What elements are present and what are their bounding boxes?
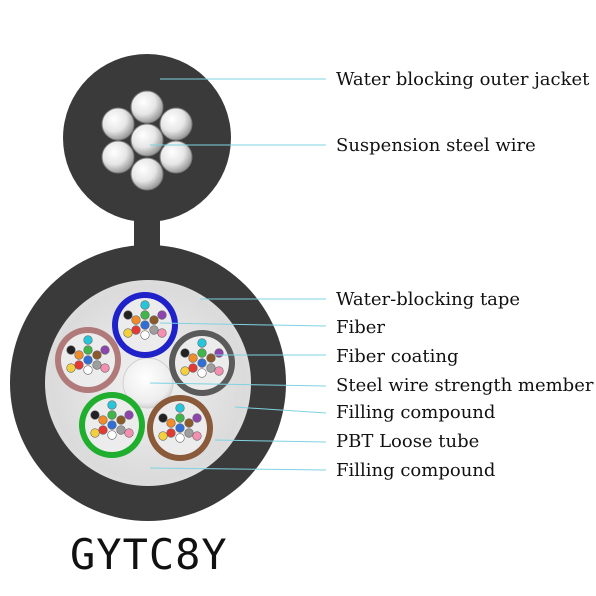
fiber — [107, 420, 117, 430]
messenger-wire-center — [130, 123, 164, 157]
tube-blue — [112, 292, 178, 358]
fiber — [188, 363, 198, 373]
fiber — [197, 338, 207, 348]
fiber — [206, 363, 216, 373]
fiber — [157, 328, 167, 338]
tube-brown — [147, 395, 213, 461]
fiber — [140, 320, 150, 330]
messenger-wire-5 — [101, 140, 135, 174]
fiber — [158, 431, 168, 441]
fiber — [124, 428, 134, 438]
fiber — [66, 345, 76, 355]
fiber — [180, 366, 190, 376]
fiber — [175, 433, 185, 443]
fiber — [107, 430, 117, 440]
tube-red — [55, 327, 121, 393]
label-water-blocking-tape: Water-blocking tape — [336, 289, 521, 310]
label-suspension-steel-wire: Suspension steel wire — [336, 135, 536, 156]
label-fiber-coating: Fiber coating — [336, 346, 459, 367]
fiber — [90, 410, 100, 420]
fiber — [131, 315, 141, 325]
fiber — [197, 368, 207, 378]
fiber — [206, 353, 216, 363]
leader-lines — [149, 78, 327, 471]
fiber — [74, 350, 84, 360]
fiber — [140, 300, 150, 310]
fiber — [157, 310, 167, 320]
tube-green — [79, 392, 145, 458]
messenger-wire-2 — [159, 107, 193, 141]
fiber — [83, 335, 93, 345]
fiber — [107, 400, 117, 410]
fiber — [214, 348, 224, 358]
fiber — [83, 355, 93, 365]
fiber — [166, 418, 176, 428]
leader-line-pbt-tube — [214, 439, 327, 443]
fiber — [123, 310, 133, 320]
suspension-messenger — [63, 54, 231, 260]
fiber — [214, 366, 224, 376]
messenger-wire-6 — [101, 107, 135, 141]
fiber — [100, 363, 110, 373]
fiber — [149, 315, 159, 325]
fiber — [116, 425, 126, 435]
fiber — [188, 353, 198, 363]
leader-line-steel-wire — [149, 382, 327, 387]
messenger-wire-4 — [130, 157, 164, 191]
fiber — [116, 415, 126, 425]
fiber — [107, 410, 117, 420]
fiber — [66, 363, 76, 373]
label-pbt-loose-tube: PBT Loose tube — [336, 431, 480, 452]
fiber — [158, 413, 168, 423]
fiber — [100, 345, 110, 355]
label-steel-wire-strength-member: Steel wire strength member — [336, 375, 594, 396]
fiber — [92, 350, 102, 360]
model-name: GYTC8Y — [70, 530, 228, 579]
fiber — [131, 325, 141, 335]
fiber — [83, 345, 93, 355]
main-cable-body — [10, 245, 286, 521]
fiber — [98, 425, 108, 435]
label-fiber: Fiber — [336, 317, 386, 338]
fiber — [98, 415, 108, 425]
leader-line-fiber — [159, 322, 327, 327]
fiber — [197, 348, 207, 358]
fiber — [92, 360, 102, 370]
label-water-blocking-outer-jacket: Water blocking outer jacket — [336, 69, 590, 90]
messenger-wire-1 — [130, 90, 164, 124]
label-filling-compound-1: Filling compound — [336, 402, 496, 423]
fiber — [149, 325, 159, 335]
fiber — [180, 348, 190, 358]
fiber — [90, 428, 100, 438]
fiber — [175, 403, 185, 413]
fiber — [124, 410, 134, 420]
fiber — [74, 360, 84, 370]
leader-line-filling-compound-2 — [149, 467, 327, 471]
fiber — [192, 413, 202, 423]
fiber — [184, 418, 194, 428]
fiber — [140, 330, 150, 340]
label-filling-compound-2: Filling compound — [336, 460, 496, 481]
leader-line-filling-compound-1 — [234, 406, 327, 414]
fiber — [166, 428, 176, 438]
fiber — [175, 423, 185, 433]
tube-gray — [169, 330, 235, 396]
fiber — [140, 310, 150, 320]
fiber — [123, 328, 133, 338]
fiber — [175, 413, 185, 423]
messenger-wire-3 — [159, 140, 193, 174]
fiber — [184, 428, 194, 438]
fiber — [83, 365, 93, 375]
fiber — [192, 431, 202, 441]
fiber — [197, 358, 207, 368]
loose-tubes — [55, 292, 235, 461]
